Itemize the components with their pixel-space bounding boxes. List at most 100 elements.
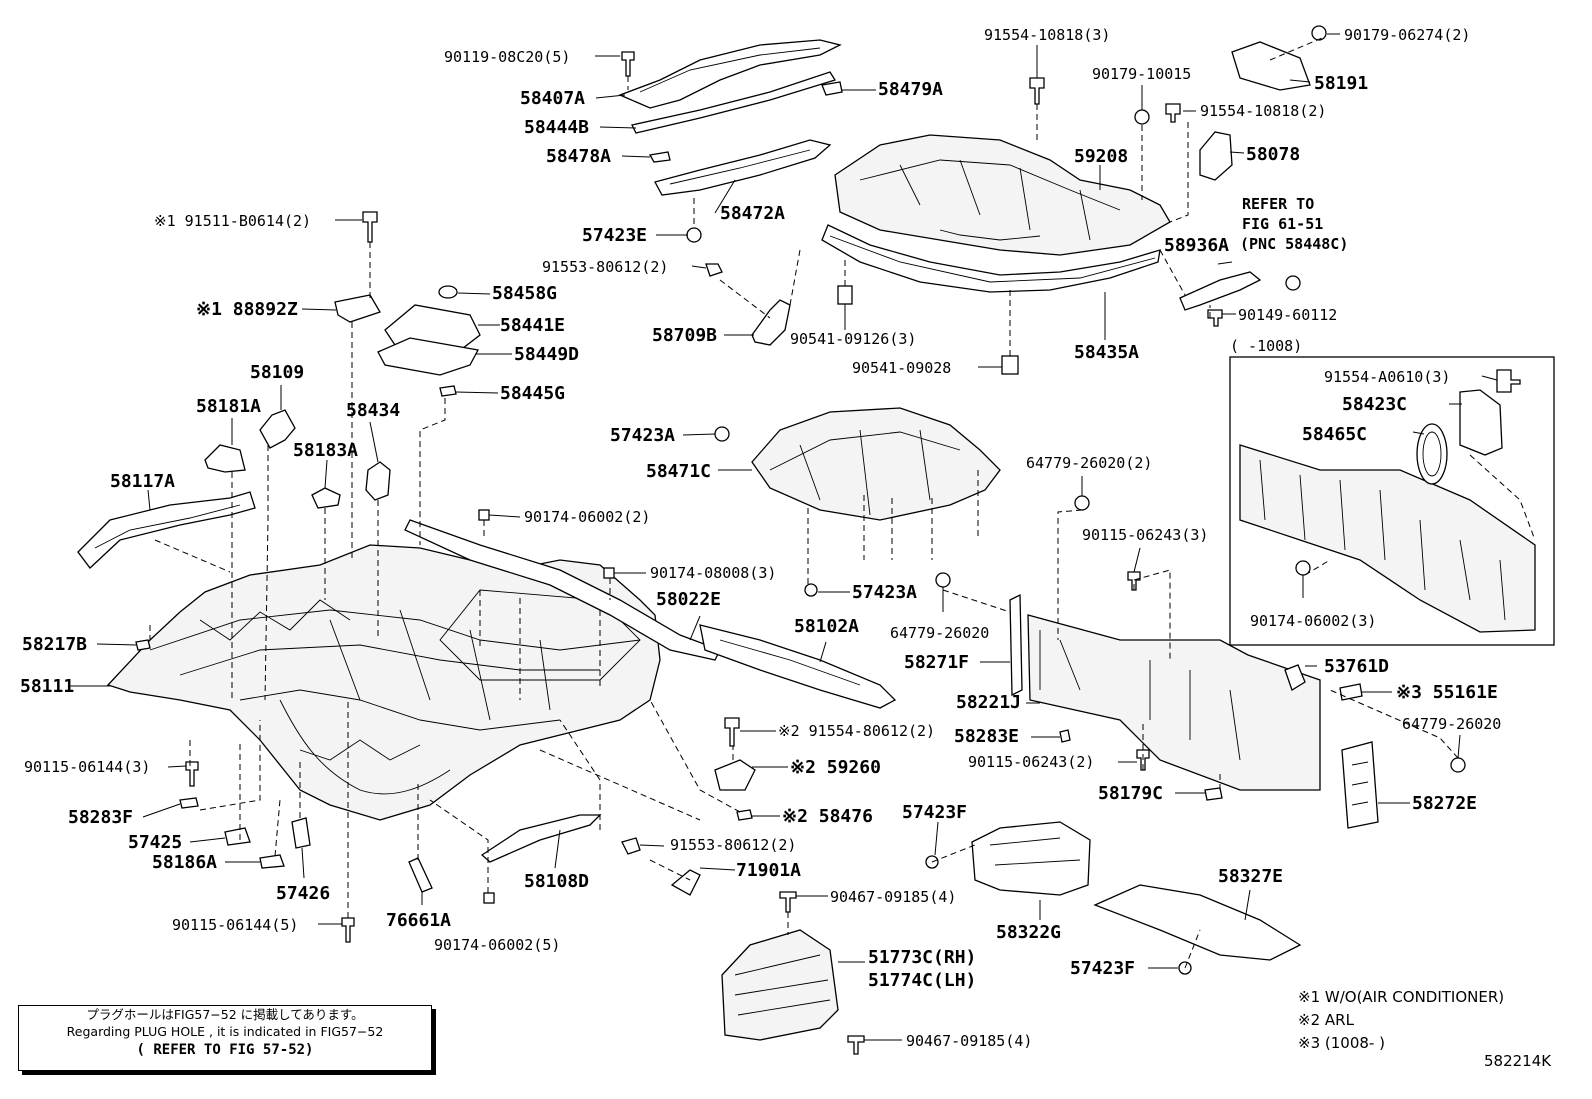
bracket-58183A — [311, 487, 341, 509]
label-58022E: 58022E — [656, 589, 721, 610]
label-58179C: 58179C — [1098, 783, 1163, 804]
inset-title: ( -1008) — [1230, 337, 1302, 355]
label-58471C: 58471C — [646, 461, 711, 482]
label-58111: 58111 — [20, 676, 74, 697]
label-90174-06002-5: 90174-06002(5) — [434, 936, 560, 954]
label-58283E: 58283E — [954, 726, 1019, 747]
label-58407A: 58407A — [520, 88, 585, 109]
label-57426: 57426 — [276, 883, 330, 904]
label-57423F-top: 57423F — [902, 802, 967, 823]
part-labels: 90119-08C20(5) 58407A 58444B 58478A 5847… — [20, 26, 1501, 1050]
label-64779-26020-b: 64779-26020 — [1402, 715, 1501, 733]
label-58109: 58109 — [250, 362, 304, 383]
label-58472A: 58472A — [720, 203, 785, 224]
rail-58022E — [404, 519, 721, 661]
label-71901A: 71901A — [736, 860, 801, 881]
label-58078: 58078 — [1246, 144, 1300, 165]
label-90174-08008-3: 90174-08008(3) — [650, 564, 776, 582]
label-90179-06274: 90179-06274(2) — [1344, 26, 1470, 44]
label-57425: 57425 — [128, 832, 182, 853]
label-90115-06243-3: 90115-06243(3) — [1082, 526, 1208, 544]
label-58102A: 58102A — [794, 616, 859, 637]
clip-53761D — [1284, 664, 1306, 691]
label-58709B: 58709B — [652, 325, 717, 346]
label-58476: ※2 58476 — [782, 806, 873, 827]
label-58458G: 58458G — [492, 283, 557, 304]
panel-58271F — [1009, 593, 1023, 697]
plug-hole-note: プラグホールはFIG57−52 に掲載してあります。 Regarding PLU… — [18, 1005, 432, 1071]
label-58449D: 58449D — [514, 344, 579, 365]
label-58181A: 58181A — [196, 396, 261, 417]
label-58327E: 58327E — [1218, 866, 1283, 887]
label-90174-06002-3: 90174-06002(3) — [1250, 612, 1376, 630]
cap-58458G — [438, 285, 458, 299]
rail-58102A — [699, 624, 897, 709]
label-90179-10015: 90179-10015 — [1092, 65, 1191, 83]
panel-58322G — [971, 821, 1091, 896]
tank-59208 — [834, 134, 1171, 256]
bar-58444B — [631, 71, 836, 134]
label-88892Z: ※1 88892Z — [196, 299, 298, 320]
label-91554-80612-2: ※2 91554-80612(2) — [778, 722, 935, 740]
inset-box — [1229, 356, 1555, 646]
label-90541-09126: 90541-09126(3) — [790, 330, 916, 348]
label-58441E: 58441E — [500, 315, 565, 336]
note-refer-link[interactable]: ( REFER TO FIG 57-52) — [136, 1042, 314, 1058]
band-58435A — [821, 224, 1161, 293]
label-59208: 59208 — [1074, 146, 1128, 167]
label-90541-09028: 90541-09028 — [852, 359, 951, 377]
label-91553-80612-a: 91553-80612(2) — [542, 258, 668, 276]
label-64779-26020-2: 64779-26020(2) — [1026, 454, 1152, 472]
label-57423A-top: 57423A — [610, 425, 675, 446]
clip-58445G — [439, 385, 457, 397]
bracket-58181A — [204, 444, 246, 473]
label-90174-06002-2: 90174-06002(2) — [524, 508, 650, 526]
bracket-58109 — [259, 409, 296, 449]
label-58183A: 58183A — [293, 440, 358, 461]
panel-58272E — [1341, 741, 1379, 829]
legend-item-2: ※2 ARL — [1298, 1011, 1354, 1029]
diagram-code: 582214K — [1484, 1052, 1552, 1070]
label-90467-09185-a: 90467-09185(4) — [830, 888, 956, 906]
label-58423C: 58423C — [1342, 394, 1407, 415]
label-57423A-bottom: 57423A — [852, 582, 917, 603]
gasket-58449D — [377, 337, 479, 376]
refer-line2: FIG 61-51 — [1242, 215, 1323, 233]
pad-58479A — [821, 81, 843, 96]
label-58434: 58434 — [346, 400, 400, 421]
bracket-58078 — [1199, 131, 1233, 181]
bracket-58407A — [618, 39, 842, 109]
label-58217B: 58217B — [22, 634, 87, 655]
fasteners — [135, 25, 1521, 1055]
rail-58117A — [77, 491, 256, 569]
clip-55161E — [1339, 683, 1363, 701]
bracket-58472A — [654, 139, 832, 196]
label-91554-10818-2: 91554-10818(2) — [1200, 102, 1326, 120]
floor-pan-58111 — [106, 544, 661, 821]
panel-58327E — [1093, 884, 1302, 961]
label-58322G: 58322G — [996, 922, 1061, 943]
plate-51773C — [721, 929, 839, 1041]
refer-line1: REFER TO — [1242, 195, 1314, 213]
label-58191: 58191 — [1314, 73, 1368, 94]
label-90115-06144-5: 90115-06144(5) — [172, 916, 298, 934]
legend-item-1: ※1 W/O(AIR CONDITIONER) — [1298, 988, 1505, 1006]
label-58465C: 58465C — [1302, 424, 1367, 445]
label-55161E: ※3 55161E — [1396, 682, 1498, 703]
label-58272E: 58272E — [1412, 793, 1477, 814]
label-58936A: 58936A — [1164, 235, 1229, 256]
label-76661A: 76661A — [386, 910, 451, 931]
label-90119-08C20: 90119-08C20(5) — [444, 48, 570, 66]
guide-lines — [149, 37, 1459, 969]
label-58435A: 58435A — [1074, 342, 1139, 363]
rail-58108D — [480, 814, 602, 863]
label-91554-A0610: 91554-A0610(3) — [1324, 368, 1450, 386]
label-58117A: 58117A — [110, 471, 175, 492]
label-58445G: 58445G — [500, 383, 565, 404]
label-58271F: 58271F — [904, 652, 969, 673]
label-58444B: 58444B — [524, 117, 589, 138]
label-58479A: 58479A — [878, 79, 943, 100]
bracket-58434 — [365, 461, 391, 501]
label-91554-10818-3: 91554-10818(3) — [984, 26, 1110, 44]
